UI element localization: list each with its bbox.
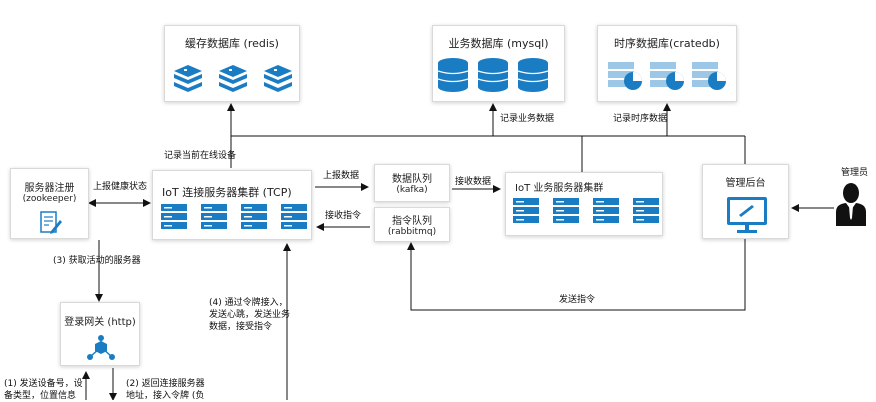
edge-label-receive-data: 接收数据 bbox=[455, 177, 492, 187]
edge-label-report-health: 上报健康状态 bbox=[93, 182, 148, 192]
edge-label-report-data: 上报数据 bbox=[323, 171, 360, 181]
cratedb-title: 时序数据库(cratedb) bbox=[614, 37, 720, 50]
database-cylinder-icon bbox=[437, 58, 558, 96]
admin-user-label: 管理员 bbox=[841, 168, 869, 178]
registry-title: 服务器注册 bbox=[24, 183, 75, 194]
tcp-cluster-node: IoT 连接服务器集群 (TCP) bbox=[152, 170, 312, 240]
edge-label-record-biz: 记录业务数据 bbox=[500, 114, 555, 124]
rabbitmq-node: 指令队列 (rabbitmq) bbox=[374, 207, 450, 242]
edge-label-receive-cmd: 接收指令 bbox=[325, 211, 362, 221]
registry-subtitle: (zookeeper) bbox=[22, 194, 77, 204]
edge-label-step2: (2) 返回连接服务器地址，接入令牌 (负 bbox=[126, 379, 205, 401]
registry-node: 服务器注册 (zookeeper) bbox=[10, 168, 89, 239]
rabbitmq-title: 指令队列 bbox=[392, 216, 432, 227]
login-gateway-title: 登录网关 (http) bbox=[64, 317, 136, 328]
edge-label-send-cmd: 发送指令 bbox=[559, 295, 596, 305]
user-icon bbox=[836, 182, 866, 230]
server-rack-icon bbox=[161, 204, 311, 234]
mysql-title: 业务数据库 (mysql) bbox=[448, 37, 549, 50]
server-rack-icon bbox=[513, 198, 663, 228]
admin-node: 管理后台 bbox=[702, 164, 789, 239]
kafka-node: 数据队列 (kafka) bbox=[374, 164, 450, 202]
mysql-node: 业务数据库 (mysql) bbox=[432, 25, 565, 102]
document-edit-icon bbox=[39, 211, 63, 239]
redis-title: 缓存数据库 (redis) bbox=[185, 37, 279, 50]
rabbitmq-subtitle: (rabbitmq) bbox=[387, 227, 437, 237]
database-stack-icon bbox=[174, 64, 294, 98]
kafka-subtitle: (kafka) bbox=[396, 185, 428, 195]
biz-cluster-title: IoT 业务服务器集群 bbox=[515, 183, 604, 194]
kafka-title: 数据队列 bbox=[392, 174, 432, 185]
edge-label-record-online: 记录当前在线设备 bbox=[164, 151, 237, 161]
edge-send-cmd bbox=[407, 239, 746, 311]
timeseries-server-icon bbox=[608, 62, 730, 96]
network-hub-icon bbox=[86, 335, 116, 365]
biz-cluster-node: IoT 业务服务器集群 bbox=[505, 172, 663, 236]
login-gateway-node: 登录网关 (http) bbox=[60, 302, 140, 366]
tcp-cluster-title: IoT 连接服务器集群 (TCP) bbox=[162, 186, 292, 199]
edge-label-step1: (1) 发送设备号，设备类型，位置信息 bbox=[4, 379, 83, 401]
cratedb-node: 时序数据库(cratedb) bbox=[597, 25, 737, 102]
redis-node: 缓存数据库 (redis) bbox=[164, 25, 300, 102]
monitor-icon bbox=[726, 196, 768, 238]
edge-label-get-active: (3) 获取活动的服务器 bbox=[53, 256, 141, 266]
edge-label-record-ts: 记录时序数据 bbox=[613, 114, 668, 124]
admin-title: 管理后台 bbox=[725, 178, 766, 189]
edge-label-step4: (4) 通过令牌接入，发送心跳，发送业务数据，接受指令 bbox=[209, 298, 291, 332]
